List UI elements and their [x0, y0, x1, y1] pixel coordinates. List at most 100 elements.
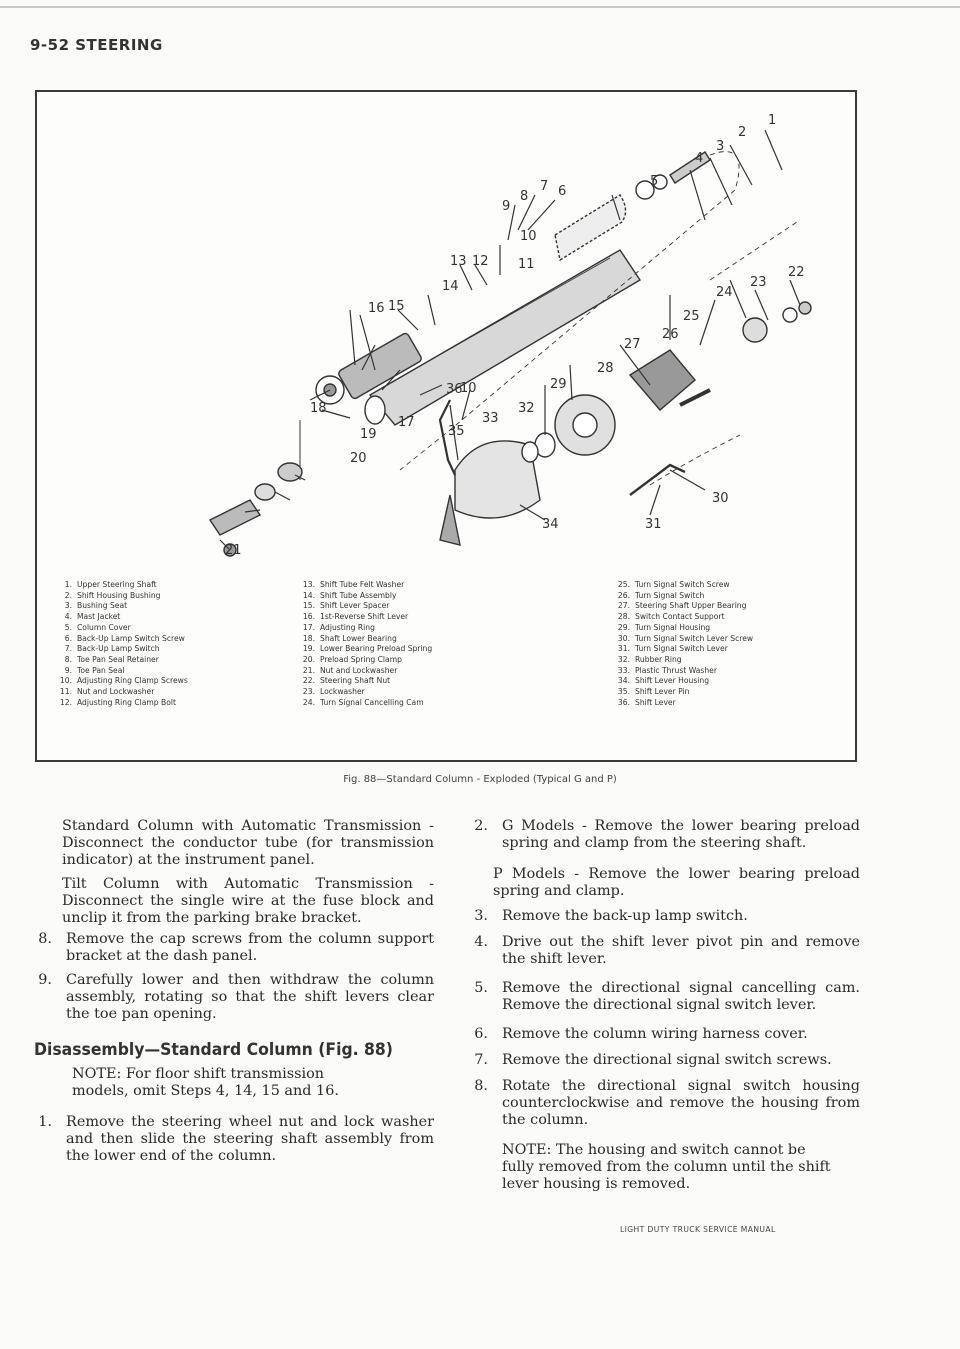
- callout-8: 8: [520, 189, 528, 204]
- legend-label: Plastic Thrust Washer: [635, 665, 717, 675]
- step-number: 6.: [474, 1026, 488, 1042]
- legend-number: 9.: [64, 665, 72, 675]
- figure-frame: [35, 90, 857, 762]
- legend-label: Turn Signal Switch Screw: [635, 580, 730, 589]
- shift-lever-shape: [438, 399, 456, 476]
- step-number: 1.: [38, 1114, 52, 1130]
- legend-number: 23.: [302, 687, 315, 697]
- legend-label: Shift Lever: [635, 697, 676, 707]
- legend-label: Turn Signal Housing: [635, 622, 711, 632]
- legend-label: Steering Shaft Nut: [320, 676, 391, 686]
- step-text: Remove the directional signal switch scr…: [502, 1052, 832, 1068]
- legend-label: Nut and Lockwasher: [77, 687, 155, 697]
- step-text: Carefully lower and then withdraw the co…: [66, 972, 434, 1022]
- legend-item: 7.Back-Up Lamp Switch: [52, 644, 188, 655]
- legend-label: Adjusting Ring Clamp Screws: [77, 676, 188, 686]
- callout-15: 15: [388, 299, 405, 314]
- step-text: Drive out the shift lever pivot pin and …: [502, 934, 860, 967]
- legend-number: 5.: [64, 622, 72, 632]
- bushing-seat-shape: [635, 180, 655, 200]
- legend-number: 17.: [302, 622, 315, 632]
- callout-16: 16: [368, 301, 385, 316]
- column-cover-shape: [554, 194, 627, 262]
- step-text: Remove the column wiring harness cover.: [502, 1026, 808, 1042]
- legend-label: Lockwasher: [320, 687, 365, 697]
- legend-item: 13. Shift Tube Felt Washer: [295, 580, 432, 591]
- legend-label: Turn Signal Switch: [635, 590, 705, 600]
- callout-11: 11: [518, 257, 535, 272]
- turn-signal-switch-shape: [628, 349, 696, 411]
- cancelling-cam-shape: [742, 317, 768, 343]
- legend-item: 19.Lower Bearing Preload Spring: [295, 644, 432, 655]
- callout-32: 32: [518, 401, 535, 416]
- callout-31: 31: [645, 517, 662, 532]
- legend-label: Shift Housing Bushing: [77, 590, 161, 600]
- legend-number: 33.: [617, 665, 630, 675]
- legend-number: 15.: [302, 601, 315, 611]
- legend-number: 25.: [617, 580, 630, 589]
- legend-number: 14.: [302, 590, 315, 600]
- callout-7: 7: [540, 179, 548, 194]
- signal-lever-shape: [629, 463, 686, 496]
- step-text: Remove the directional signal cancelling…: [502, 980, 860, 1013]
- legend-label: Shaft Lower Bearing: [320, 633, 397, 643]
- legend-number: 13.: [302, 580, 315, 589]
- legend-item: 28. Switch Contact Support: [610, 612, 753, 623]
- legend-label: Shift Lever Housing: [635, 676, 710, 686]
- left-para-1: Standard Column with Automatic Transmiss…: [62, 818, 434, 869]
- legend-number: 36.: [617, 697, 630, 707]
- legend-number: 12.: [59, 697, 72, 707]
- legend-number: 20.: [302, 654, 315, 664]
- legend-item: 22.Steering Shaft Nut: [295, 676, 432, 687]
- legend-number: 10.: [59, 676, 72, 686]
- legend-number: 19.: [302, 644, 315, 654]
- legend-label: Steering Shaft Upper Bearing: [635, 601, 747, 611]
- legend-number: 16.: [302, 612, 315, 622]
- step-number: 9.: [38, 972, 52, 988]
- legend-label: Preload Spring Clamp: [320, 654, 402, 664]
- legend-item: 3.Bushing Seat: [52, 601, 188, 612]
- callout-10b: 10: [460, 381, 477, 396]
- legend-item: 4. Mast Jacket: [52, 612, 188, 623]
- callout-23: 23: [750, 275, 767, 290]
- legend-item: 26.Turn Signal Switch: [610, 591, 753, 602]
- legend-item: 24.Turn Signal Cancelling Cam: [295, 698, 432, 709]
- callout-25: 25: [683, 309, 700, 324]
- legend-label: Switch Contact Support: [635, 612, 725, 622]
- callout-10: 10: [520, 229, 537, 244]
- step-8-right: 8. Rotate the directional signal switch …: [466, 1078, 860, 1138]
- legend-number: 8.: [64, 654, 72, 664]
- legend-number: 4.: [64, 612, 72, 622]
- legend-label: Toe Pan Seal: [77, 665, 125, 675]
- legend-number: 18.: [302, 633, 315, 643]
- callout-24: 24: [716, 285, 733, 300]
- legend-item: 36. Shift Lever: [610, 698, 753, 709]
- section-heading: Disassembly—Standard Column (Fig. 88): [34, 1040, 393, 1060]
- legend-number: 34.: [617, 676, 630, 686]
- paragraph: Tilt Column with Automatic Transmission …: [62, 876, 434, 926]
- legend-item: 6.Back-Up Lamp Switch Screw: [52, 634, 188, 645]
- legend-label: Back-Up Lamp Switch Screw: [77, 633, 185, 643]
- legend-label: Mast Jacket: [77, 612, 121, 622]
- step-5: 5. Remove the directional signal cancell…: [466, 980, 860, 1020]
- step-number: 8.: [38, 931, 52, 947]
- callout-1: 1: [768, 113, 776, 128]
- callout-22: 22: [788, 265, 805, 280]
- callout-30: 30: [712, 491, 729, 506]
- step-3: 3. Remove the back-up lamp switch.: [466, 908, 860, 928]
- legend-label: Shift Tube Felt Washer: [320, 580, 405, 589]
- callout-33: 33: [482, 411, 499, 426]
- legend-label: Shift Lever Pin: [635, 687, 690, 697]
- page-header: 9-52 STEERING: [30, 36, 163, 54]
- legend-label: Upper Steering Shaft: [77, 580, 157, 589]
- legend-number: 28.: [617, 612, 630, 622]
- legend-item: 2.Shift Housing Bushing: [52, 591, 188, 602]
- step-2: 2. G Models - Remove the lower bearing p…: [466, 818, 860, 858]
- page-footer: LIGHT DUTY TRUCK SERVICE MANUAL: [620, 1225, 776, 1234]
- legend-number: 29.: [617, 622, 630, 632]
- shift-lever-housing-shape: [454, 440, 541, 519]
- step-number: 4.: [474, 934, 488, 950]
- note-floor-shift: NOTE: For floor shift transmission model…: [72, 1066, 339, 1099]
- legend-item: 35.Shift Lever Pin: [610, 687, 753, 698]
